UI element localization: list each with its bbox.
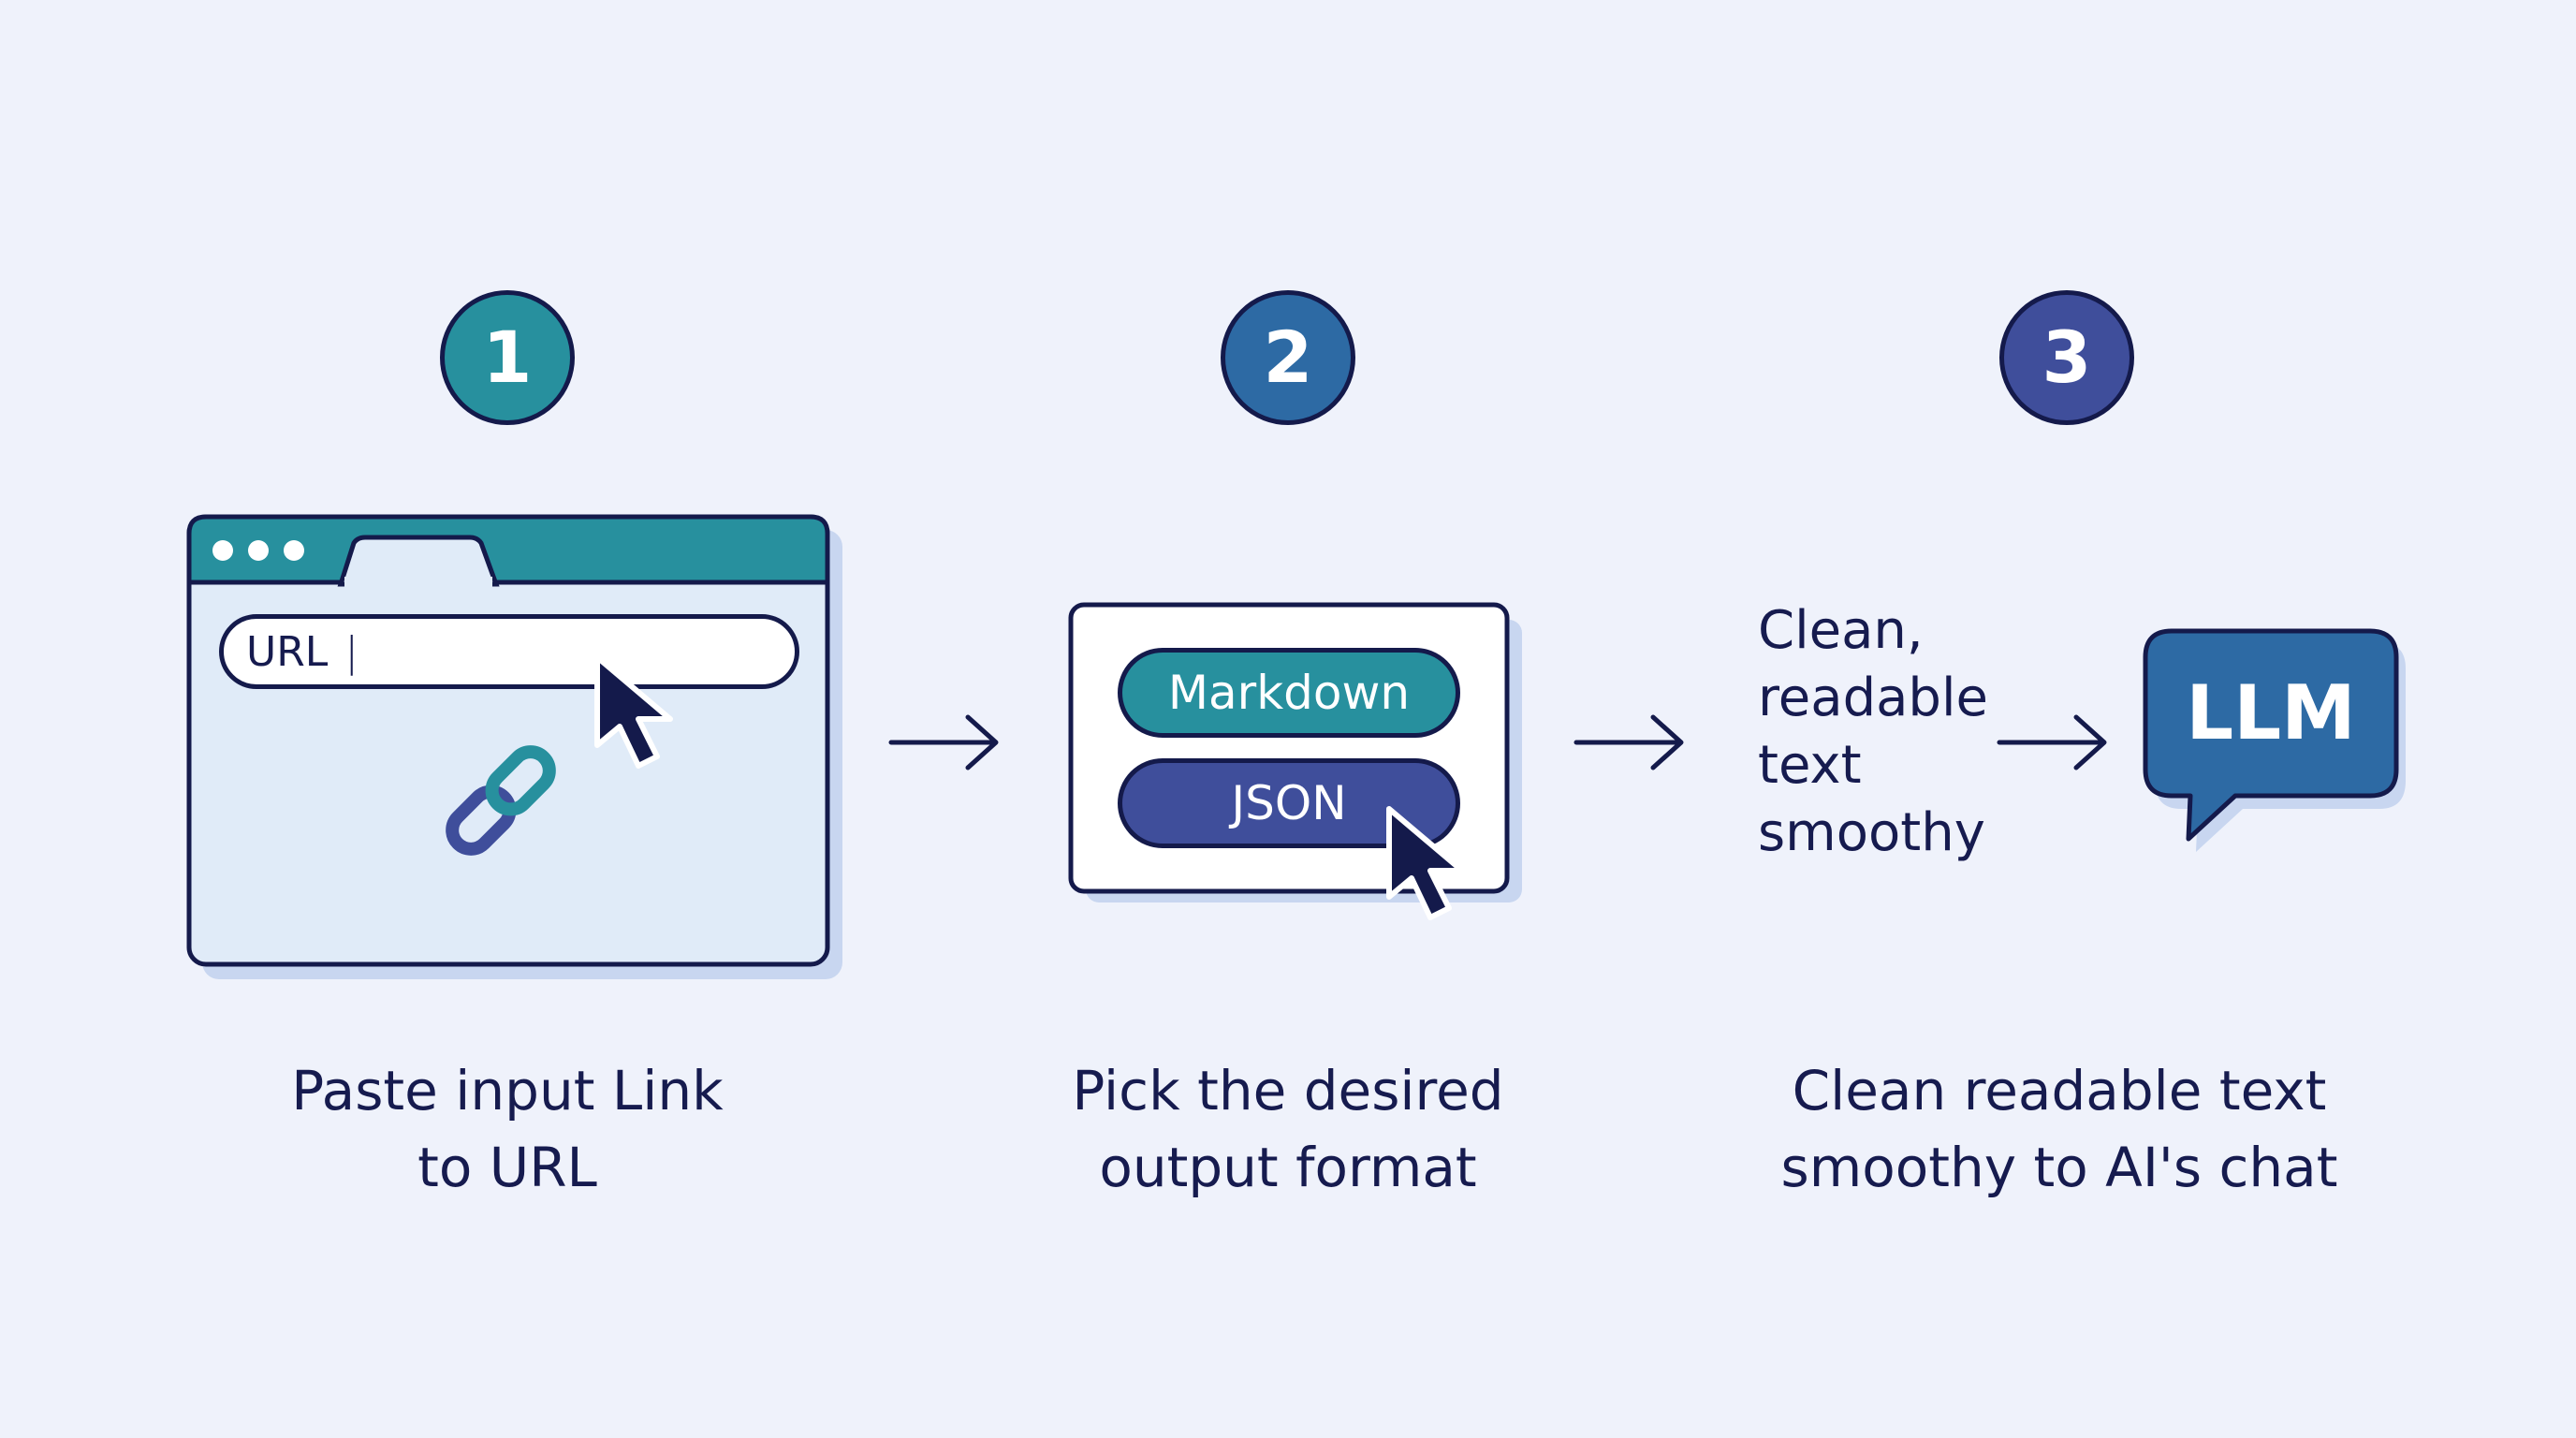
llm-chat-bubble: LLM: [2142, 625, 2413, 865]
step-1-caption-line-2: to URL: [417, 1136, 597, 1199]
step-2-badge: 2: [1221, 290, 1355, 425]
mouse-pointer-icon: [1386, 806, 1465, 920]
step-2-caption-line-2: output format: [1099, 1136, 1477, 1199]
url-input[interactable]: URL |: [219, 614, 799, 689]
arrow-right-icon: [888, 714, 999, 770]
step-1-caption-line-1: Paste input Link: [291, 1059, 724, 1123]
arrow-right-icon: [1573, 714, 1684, 770]
step-1-badge: 1: [440, 290, 575, 425]
step-3-number: 3: [2042, 315, 2092, 399]
step-1-caption: Paste input Link to URL: [227, 1052, 788, 1206]
markdown-option-label: Markdown: [1167, 666, 1411, 720]
step-2-number: 2: [1263, 315, 1313, 399]
step-3-badge: 3: [1999, 290, 2134, 425]
step-2-caption: Pick the desired output format: [1007, 1052, 1569, 1206]
text-caret: |: [344, 627, 359, 676]
window-dot-3: [284, 540, 304, 561]
json-option-label: JSON: [1231, 776, 1347, 830]
step-2-caption-line-1: Pick the desired: [1072, 1059, 1504, 1123]
step-1-number: 1: [482, 315, 533, 399]
markdown-option-button[interactable]: Markdown: [1118, 648, 1460, 738]
mouse-pointer-icon: [594, 654, 673, 769]
step-3-caption-line-2: smoothy to AI's chat: [1780, 1136, 2338, 1199]
step-3-caption-line-1: Clean readable text: [1792, 1059, 2327, 1123]
format-picker-card: Markdown JSON: [1067, 601, 1526, 920]
window-dot-2: [248, 540, 269, 561]
browser-window-illustration: URL |: [183, 511, 854, 983]
llm-label: LLM: [2186, 669, 2356, 756]
window-dot-1: [212, 540, 233, 561]
chat-bubble-icon: [2143, 628, 2406, 852]
link-icon: [446, 745, 556, 856]
clean-text-label: Clean, readable text smoothy: [1758, 600, 1988, 863]
url-input-label: URL: [246, 627, 329, 676]
step-3-caption: Clean readable text smoothy to AI's chat: [1722, 1052, 2396, 1206]
arrow-right-icon: [1997, 714, 2107, 770]
